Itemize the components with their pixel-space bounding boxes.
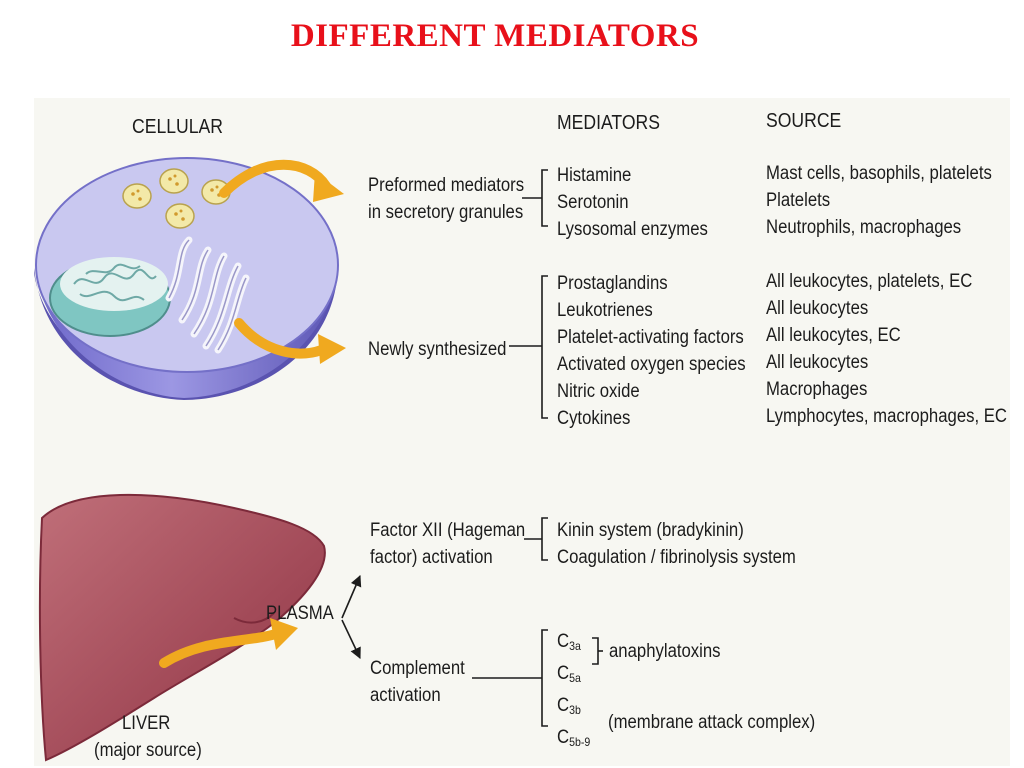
preformed-sources-list: Mast cells, basophils, platelets Platele… (766, 160, 1023, 241)
mediator-item: Leukotrienes (557, 300, 653, 321)
complement-item-c5b-9: C5b-9 (557, 727, 591, 749)
source-item: Neutrophils, macrophages (766, 217, 962, 238)
factor-label-line1: Factor XII (Hageman (370, 520, 526, 541)
slide-title: DIFFERENT MEDIATORS (290, 18, 700, 54)
figure-artwork (34, 157, 603, 762)
anaphylatoxins-label: anaphylatoxins (609, 641, 721, 662)
source-item: All leukocytes (766, 352, 869, 373)
source-item: Lymphocytes, macrophages, EC (766, 406, 1008, 427)
mediator-item: Lysosomal enzymes (557, 219, 708, 240)
source-item: Macrophages (766, 379, 868, 400)
mediator-item: Histamine (557, 165, 632, 186)
complement-items-list: C3a C5a C3b C5b-9 (557, 628, 595, 756)
source-header: SOURCE (766, 110, 842, 132)
mediator-item: Cytokines (557, 408, 631, 429)
complement-label-line1: Complement (370, 658, 465, 679)
factor-item: Coagulation / fibrinolysis system (557, 547, 796, 568)
liver-illustration (38, 493, 326, 762)
source-item: Platelets (766, 190, 831, 211)
complement-label-line2: activation (370, 685, 441, 706)
liver-label: LIVER (122, 713, 171, 734)
source-item: All leukocytes, EC (766, 325, 901, 346)
mac-label: (membrane attack complex) (608, 712, 816, 733)
mediator-item: Platelet-activating factors (557, 327, 744, 348)
mediator-item: Activated oxygen species (557, 354, 746, 375)
preformed-label-line2: in secretory granules (368, 202, 524, 223)
source-item: All leukocytes (766, 298, 869, 319)
factor-items-list: Kinin system (bradykinin) Coagulation / … (557, 517, 828, 571)
plasma-label: PLASMA (266, 603, 334, 624)
preformed-mediators-list: Histamine Serotonin Lysosomal enzymes (557, 162, 728, 243)
mediators-figure: CELLULAR MEDIATORS SOURCE Preformed medi… (34, 98, 1010, 766)
factor-item: Kinin system (bradykinin) (557, 520, 744, 541)
factor-label-line2: factor) activation (370, 547, 493, 568)
complement-item-c3a: C3a (557, 631, 581, 653)
complement-item-c5a: C5a (557, 663, 581, 685)
cellular-label: CELLULAR (132, 116, 223, 138)
complement-item-c3b: C3b (557, 695, 581, 717)
source-item: Mast cells, basophils, platelets (766, 163, 992, 184)
preformed-label-line1: Preformed mediators (368, 175, 525, 196)
liver-sublabel: (major source) (94, 740, 202, 761)
mediator-item: Nitric oxide (557, 381, 640, 402)
newly-mediators-list: Prostaglandins Leukotrienes Platelet-act… (557, 270, 771, 432)
newly-sources-list: All leukocytes, platelets, EC All leukoc… (766, 268, 1024, 430)
cell-illustration (34, 157, 339, 400)
mediator-item: Serotonin (557, 192, 629, 213)
mediators-header: MEDIATORS (557, 112, 661, 134)
source-item: All leukocytes, platelets, EC (766, 271, 973, 292)
newly-synthesized-label: Newly synthesized (368, 339, 507, 360)
mediator-item: Prostaglandins (557, 273, 668, 294)
